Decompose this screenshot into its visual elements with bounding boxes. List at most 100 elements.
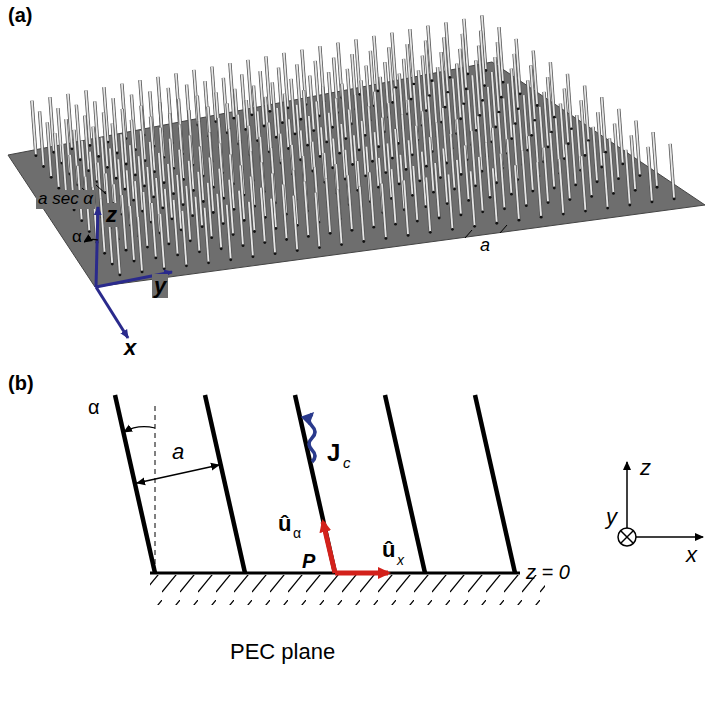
wire xyxy=(130,145,134,200)
wire-base xyxy=(103,252,106,255)
wire xyxy=(544,148,548,203)
wire xyxy=(598,112,602,167)
wire xyxy=(598,112,602,167)
wire-base xyxy=(163,181,166,184)
wire xyxy=(293,196,297,251)
wire-base xyxy=(530,134,533,137)
wire xyxy=(604,153,608,208)
wire xyxy=(548,77,552,132)
wire xyxy=(186,186,190,241)
wire-base xyxy=(518,219,521,222)
wire xyxy=(524,95,528,150)
wire-base xyxy=(612,192,615,195)
wire-base xyxy=(584,154,587,157)
wire xyxy=(670,144,674,199)
wire-base xyxy=(398,183,401,186)
wire xyxy=(177,175,181,230)
wire xyxy=(147,167,151,222)
wire xyxy=(336,98,340,153)
wire xyxy=(295,395,335,573)
wire-base xyxy=(596,180,599,183)
wire xyxy=(653,132,657,187)
wire xyxy=(448,174,452,229)
axis-label: y xyxy=(604,505,619,529)
wire-base xyxy=(385,237,388,240)
wire xyxy=(457,160,461,215)
wire xyxy=(404,180,408,235)
wire xyxy=(402,114,406,169)
current-symbol: J xyxy=(325,440,342,466)
wire xyxy=(40,111,44,166)
z-axis xyxy=(626,462,628,537)
wire xyxy=(291,79,295,134)
wire xyxy=(572,130,576,185)
wire xyxy=(101,137,105,192)
wire xyxy=(85,116,89,171)
wire xyxy=(564,89,568,144)
wire xyxy=(581,156,585,211)
wire-base xyxy=(617,177,620,180)
wire xyxy=(315,193,319,248)
wire-base xyxy=(163,267,166,270)
wire-base xyxy=(503,207,506,210)
wire xyxy=(492,72,496,127)
wire-base xyxy=(547,201,550,204)
wire xyxy=(528,80,532,135)
wire xyxy=(404,59,408,114)
wire xyxy=(326,178,330,233)
wire xyxy=(122,195,126,250)
wire xyxy=(631,135,635,190)
wire-base xyxy=(540,216,543,219)
dimension-label: a xyxy=(478,236,492,256)
wire xyxy=(139,156,143,211)
wire xyxy=(283,185,287,240)
wire-base xyxy=(407,234,410,237)
unit-vector-x xyxy=(335,571,388,576)
wire xyxy=(670,144,674,199)
wire xyxy=(564,89,568,144)
wire xyxy=(304,181,308,236)
wire-base xyxy=(152,196,155,199)
wire xyxy=(416,126,420,181)
angle-label: α xyxy=(86,396,102,418)
wire xyxy=(248,60,252,115)
wire xyxy=(515,165,519,220)
wire xyxy=(116,220,120,275)
wire xyxy=(160,214,164,269)
wire xyxy=(486,142,490,197)
wire xyxy=(544,148,548,203)
wire xyxy=(472,75,476,130)
wire xyxy=(392,169,396,224)
wire xyxy=(471,171,475,226)
wire xyxy=(488,87,492,142)
wire-base xyxy=(510,193,513,196)
wire xyxy=(249,202,253,257)
wire-base xyxy=(453,188,456,191)
wire-base xyxy=(285,238,288,241)
wire-base xyxy=(483,84,486,87)
wire xyxy=(392,169,396,224)
wire-base xyxy=(344,137,347,140)
panel-label: (b) xyxy=(6,372,36,394)
wire xyxy=(283,185,287,240)
wire xyxy=(152,203,156,258)
wire xyxy=(537,162,541,217)
wire-base xyxy=(410,98,413,101)
wire xyxy=(507,139,511,194)
wire xyxy=(50,97,54,152)
wire-base xyxy=(306,144,309,147)
wire xyxy=(493,168,497,223)
wire-base xyxy=(307,235,310,238)
wire-base xyxy=(338,152,341,155)
wire xyxy=(227,205,231,260)
wire-base xyxy=(243,219,246,222)
dimension-mark xyxy=(96,185,106,194)
wire-base xyxy=(574,183,577,186)
wire-base xyxy=(202,200,205,203)
wire xyxy=(58,108,62,163)
wire xyxy=(217,194,221,249)
wire xyxy=(443,149,447,204)
wire-base xyxy=(531,190,534,193)
wire xyxy=(58,108,62,163)
wire xyxy=(205,208,209,263)
